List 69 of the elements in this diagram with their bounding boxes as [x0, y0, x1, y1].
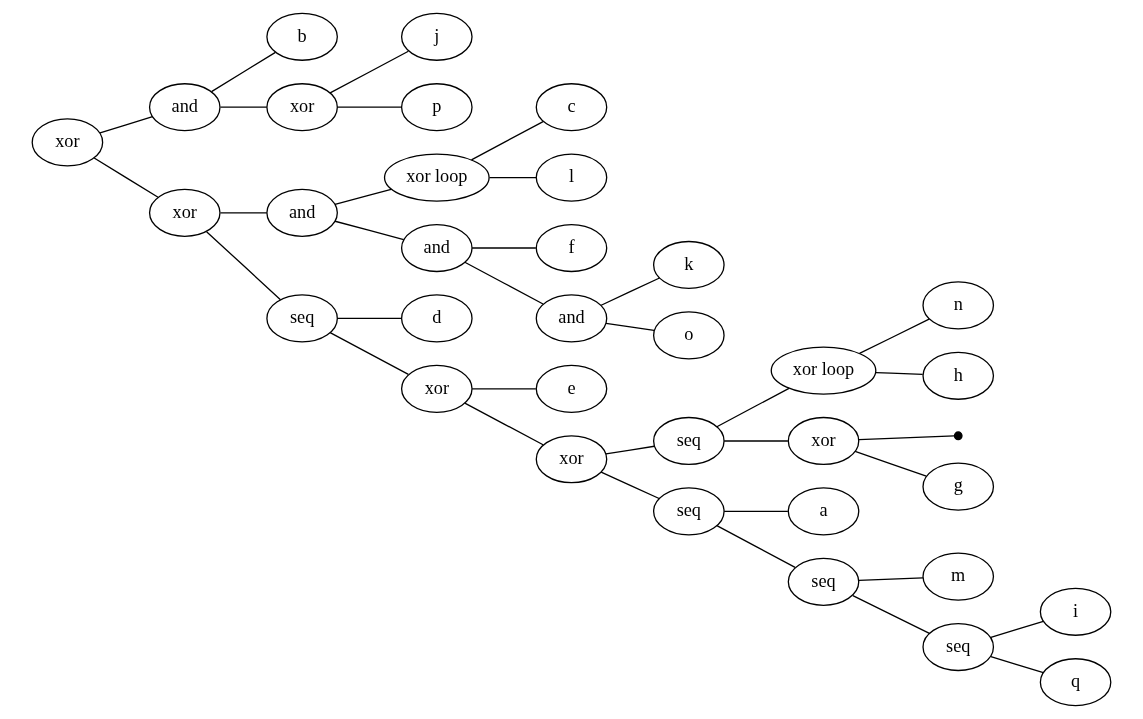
connector [219, 212, 268, 214]
node-ellipse: seq [787, 557, 860, 606]
connector [488, 176, 537, 179]
connector [471, 388, 537, 390]
node-ellipse: xor loop [383, 153, 490, 202]
node-ellipse: k [653, 240, 725, 290]
node-ellipse: b [266, 12, 338, 61]
connector [858, 577, 924, 582]
connector [716, 387, 790, 428]
node-ellipse: o [653, 311, 725, 360]
node-ellipse: and [535, 294, 608, 343]
node-circle [953, 431, 963, 441]
connector [600, 277, 661, 306]
connector [329, 50, 409, 94]
node-ellipse: xor [535, 435, 608, 484]
node-ellipse: xor [266, 83, 338, 132]
connector [990, 656, 1044, 674]
connector [858, 318, 930, 355]
connector [852, 595, 931, 635]
connector [334, 220, 405, 241]
node-ellipse: j [400, 12, 473, 61]
node-ellipse: and [266, 188, 338, 237]
node-ellipse: a [787, 487, 860, 536]
connector [854, 450, 927, 477]
node-ellipse: c [535, 83, 608, 132]
node-ellipse: e [535, 364, 608, 413]
connector [99, 116, 154, 134]
node-ellipse: and [400, 223, 473, 273]
node-ellipse: h [922, 351, 995, 400]
node-ellipse: xor [148, 188, 221, 237]
node-ellipse: g [922, 462, 995, 511]
connector [93, 157, 159, 198]
connector [210, 51, 277, 93]
node-ellipse: and [148, 83, 221, 132]
connector [219, 106, 268, 108]
connector [858, 435, 955, 441]
connector [723, 510, 789, 513]
node-ellipse: xor [787, 416, 860, 466]
node-ellipse: n [922, 281, 995, 330]
connector [605, 322, 655, 332]
node-ellipse: p [400, 83, 473, 132]
node-ellipse: xor [400, 364, 473, 413]
node-ellipse: seq [653, 416, 725, 466]
connector [990, 620, 1044, 639]
node-ellipse: xor loop [770, 346, 877, 395]
connector [336, 106, 402, 108]
node-ellipse: i [1039, 587, 1112, 636]
node-ellipse: f [535, 223, 608, 273]
node-ellipse: seq [653, 487, 725, 536]
node-ellipse: m [922, 552, 995, 601]
connector [205, 231, 282, 301]
connector [464, 402, 544, 446]
node-ellipse: seq [922, 622, 995, 672]
connector [334, 188, 392, 206]
connector [875, 371, 924, 376]
connector [470, 121, 544, 161]
connector [605, 445, 656, 455]
connector [464, 261, 544, 305]
connector [329, 332, 409, 375]
node-ellipse: d [400, 294, 473, 343]
node-ellipse: xor [31, 118, 104, 167]
node-ellipse: q [1039, 658, 1112, 707]
connector [336, 317, 402, 320]
connector [723, 440, 789, 442]
node-ellipse: l [535, 153, 608, 202]
connector [716, 525, 796, 568]
connector [600, 471, 660, 500]
node-ellipse: seq [266, 294, 338, 343]
connector [471, 247, 537, 249]
